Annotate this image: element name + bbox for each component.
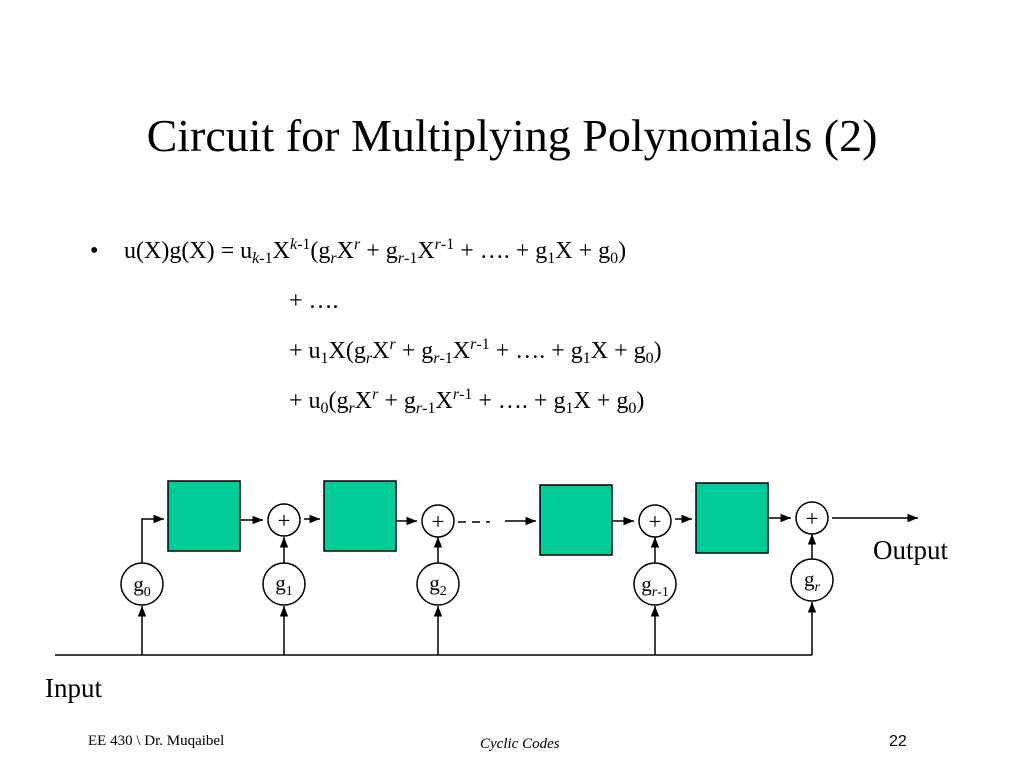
g0-to-register-arrow xyxy=(141,514,164,563)
equation-line-3: + u1X(grXr + gr-1Xr-1 + …. + g1X + g0) xyxy=(289,336,662,367)
adder-circle-4 xyxy=(795,501,829,535)
shift-register-2 xyxy=(323,480,397,552)
bullet-marker: • xyxy=(90,238,99,264)
equation-line-2: + …. xyxy=(289,288,339,314)
adder-symbol-2: + xyxy=(432,509,445,534)
adder-circle-3 xyxy=(638,504,672,538)
adder-symbol-4: + xyxy=(806,506,819,531)
shift-register-4 xyxy=(695,482,769,554)
adder-circle-1 xyxy=(267,503,301,537)
adder-symbol-3: + xyxy=(649,509,662,534)
output-label: Output xyxy=(873,535,949,565)
footer-author: EE 430 \ Dr. Muqaibel xyxy=(88,733,225,749)
footer-topic: Cyclic Codes xyxy=(480,736,560,752)
shift-register-1 xyxy=(167,480,241,552)
footer-page-number: 22 xyxy=(889,733,907,750)
slide-title: Circuit for Multiplying Polynomials (2) xyxy=(146,110,878,161)
gain-label-g-r-minus-1: gr-1 xyxy=(641,572,669,600)
adder-symbol-1: + xyxy=(278,508,291,533)
adder-circle-2 xyxy=(421,504,455,538)
equation-line-4: + u0(grXr + gr-1Xr-1 + …. + g1X + g0) xyxy=(289,386,645,417)
equation-line-1: u(X)g(X) = uk-1Xk-1(grXr + gr-1Xr-1 + ….… xyxy=(124,236,627,267)
shift-register-3 xyxy=(539,484,613,556)
input-label: Input xyxy=(45,673,102,703)
